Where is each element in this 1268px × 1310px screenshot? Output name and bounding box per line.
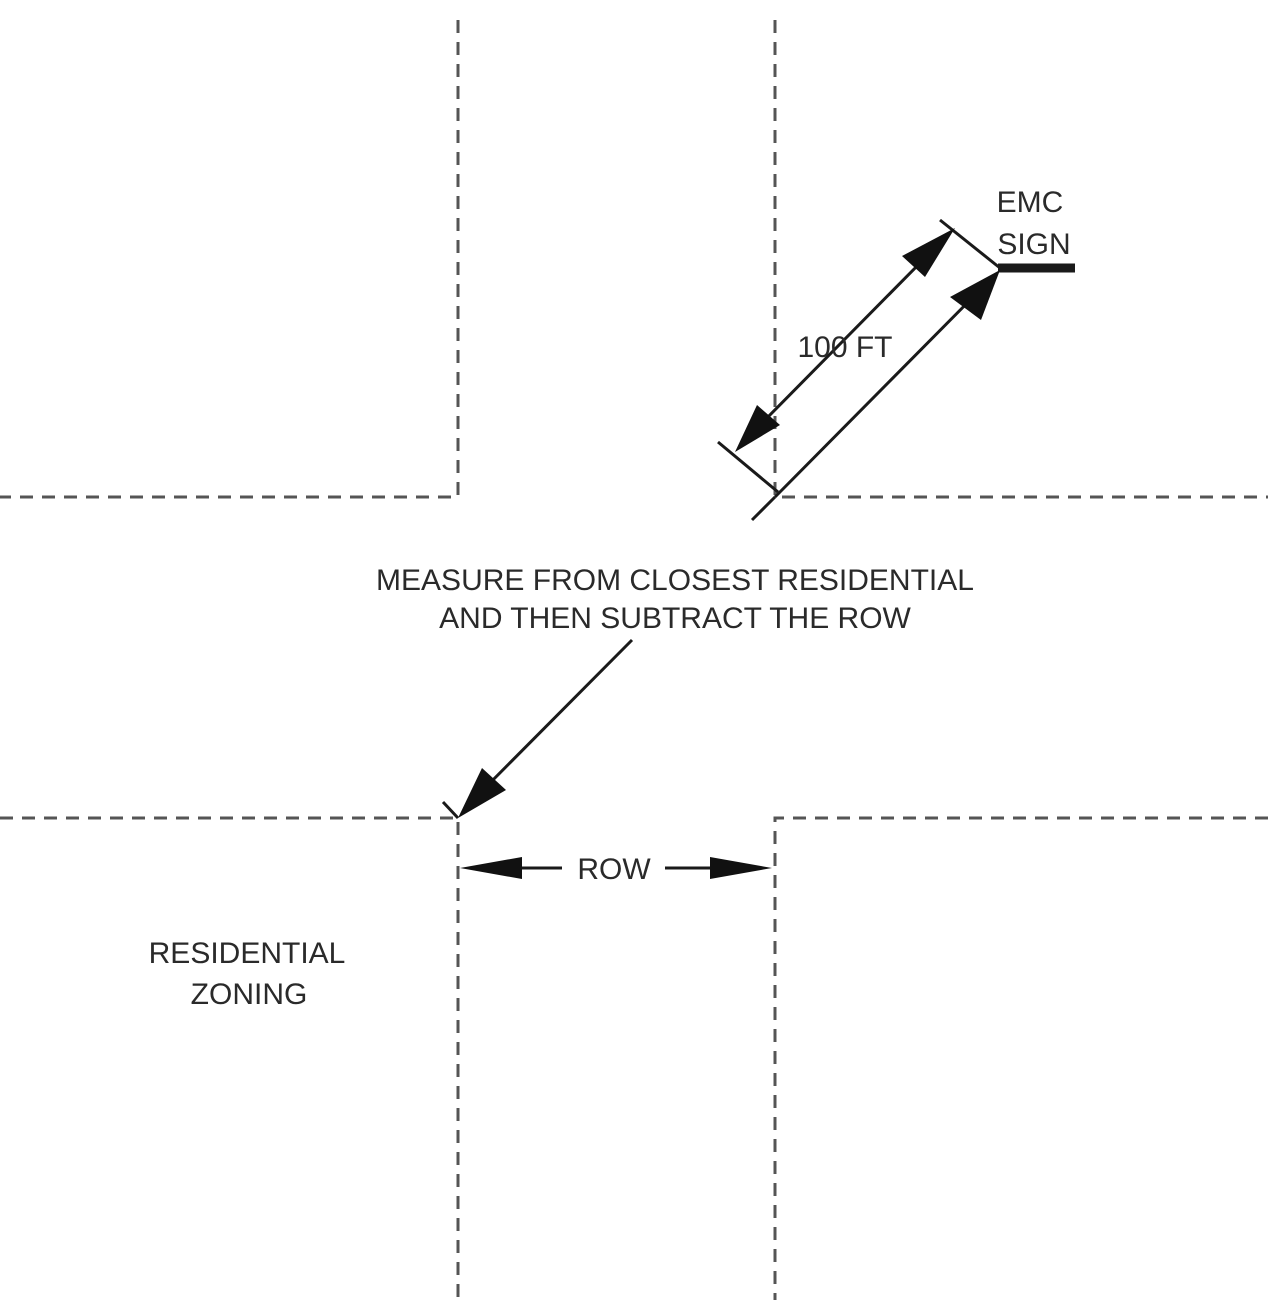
dimension-line bbox=[758, 256, 927, 427]
boundary-top-right bbox=[773, 20, 1268, 499]
dimension-100ft: 100 FT bbox=[717, 218, 1001, 494]
extension-line-corner bbox=[717, 440, 779, 494]
dimension-arrowhead-upper bbox=[902, 228, 955, 277]
row-label: ROW bbox=[577, 853, 651, 886]
boundary-top-left bbox=[0, 20, 460, 499]
corner-tick bbox=[441, 800, 460, 820]
row-arrowhead-left bbox=[460, 857, 522, 879]
emc-sign-label-line-1: EMC bbox=[997, 186, 1064, 219]
measure-line-lower-segment bbox=[476, 638, 634, 797]
boundary-bottom-right bbox=[773, 816, 1268, 1300]
residential-zoning-label-line-1: RESIDENTIAL bbox=[149, 937, 346, 970]
distance-label: 100 FT bbox=[797, 331, 892, 364]
residential-zoning-label-line-2: ZONING bbox=[191, 978, 308, 1011]
row-boundary-lines bbox=[0, 20, 1268, 1300]
measure-line bbox=[441, 270, 1000, 820]
row-arrowhead-right bbox=[710, 857, 772, 879]
dimension-arrowhead-lower bbox=[735, 405, 780, 452]
measure-arrowhead-residential bbox=[458, 768, 506, 818]
measure-line-middle-segment bbox=[750, 495, 777, 522]
extension-line-sign bbox=[939, 218, 1001, 270]
boundary-bottom-left bbox=[0, 816, 460, 1300]
measure-arrowhead-sign bbox=[950, 270, 1000, 320]
measure-note-line-2: AND THEN SUBTRACT THE ROW bbox=[439, 602, 911, 635]
measure-line-upper-segment bbox=[773, 283, 987, 499]
measure-note-line-1: MEASURE FROM CLOSEST RESIDENTIAL bbox=[376, 564, 974, 597]
row-dimension: ROW bbox=[460, 853, 772, 886]
emc-sign-label-line-2: SIGN bbox=[997, 228, 1070, 261]
